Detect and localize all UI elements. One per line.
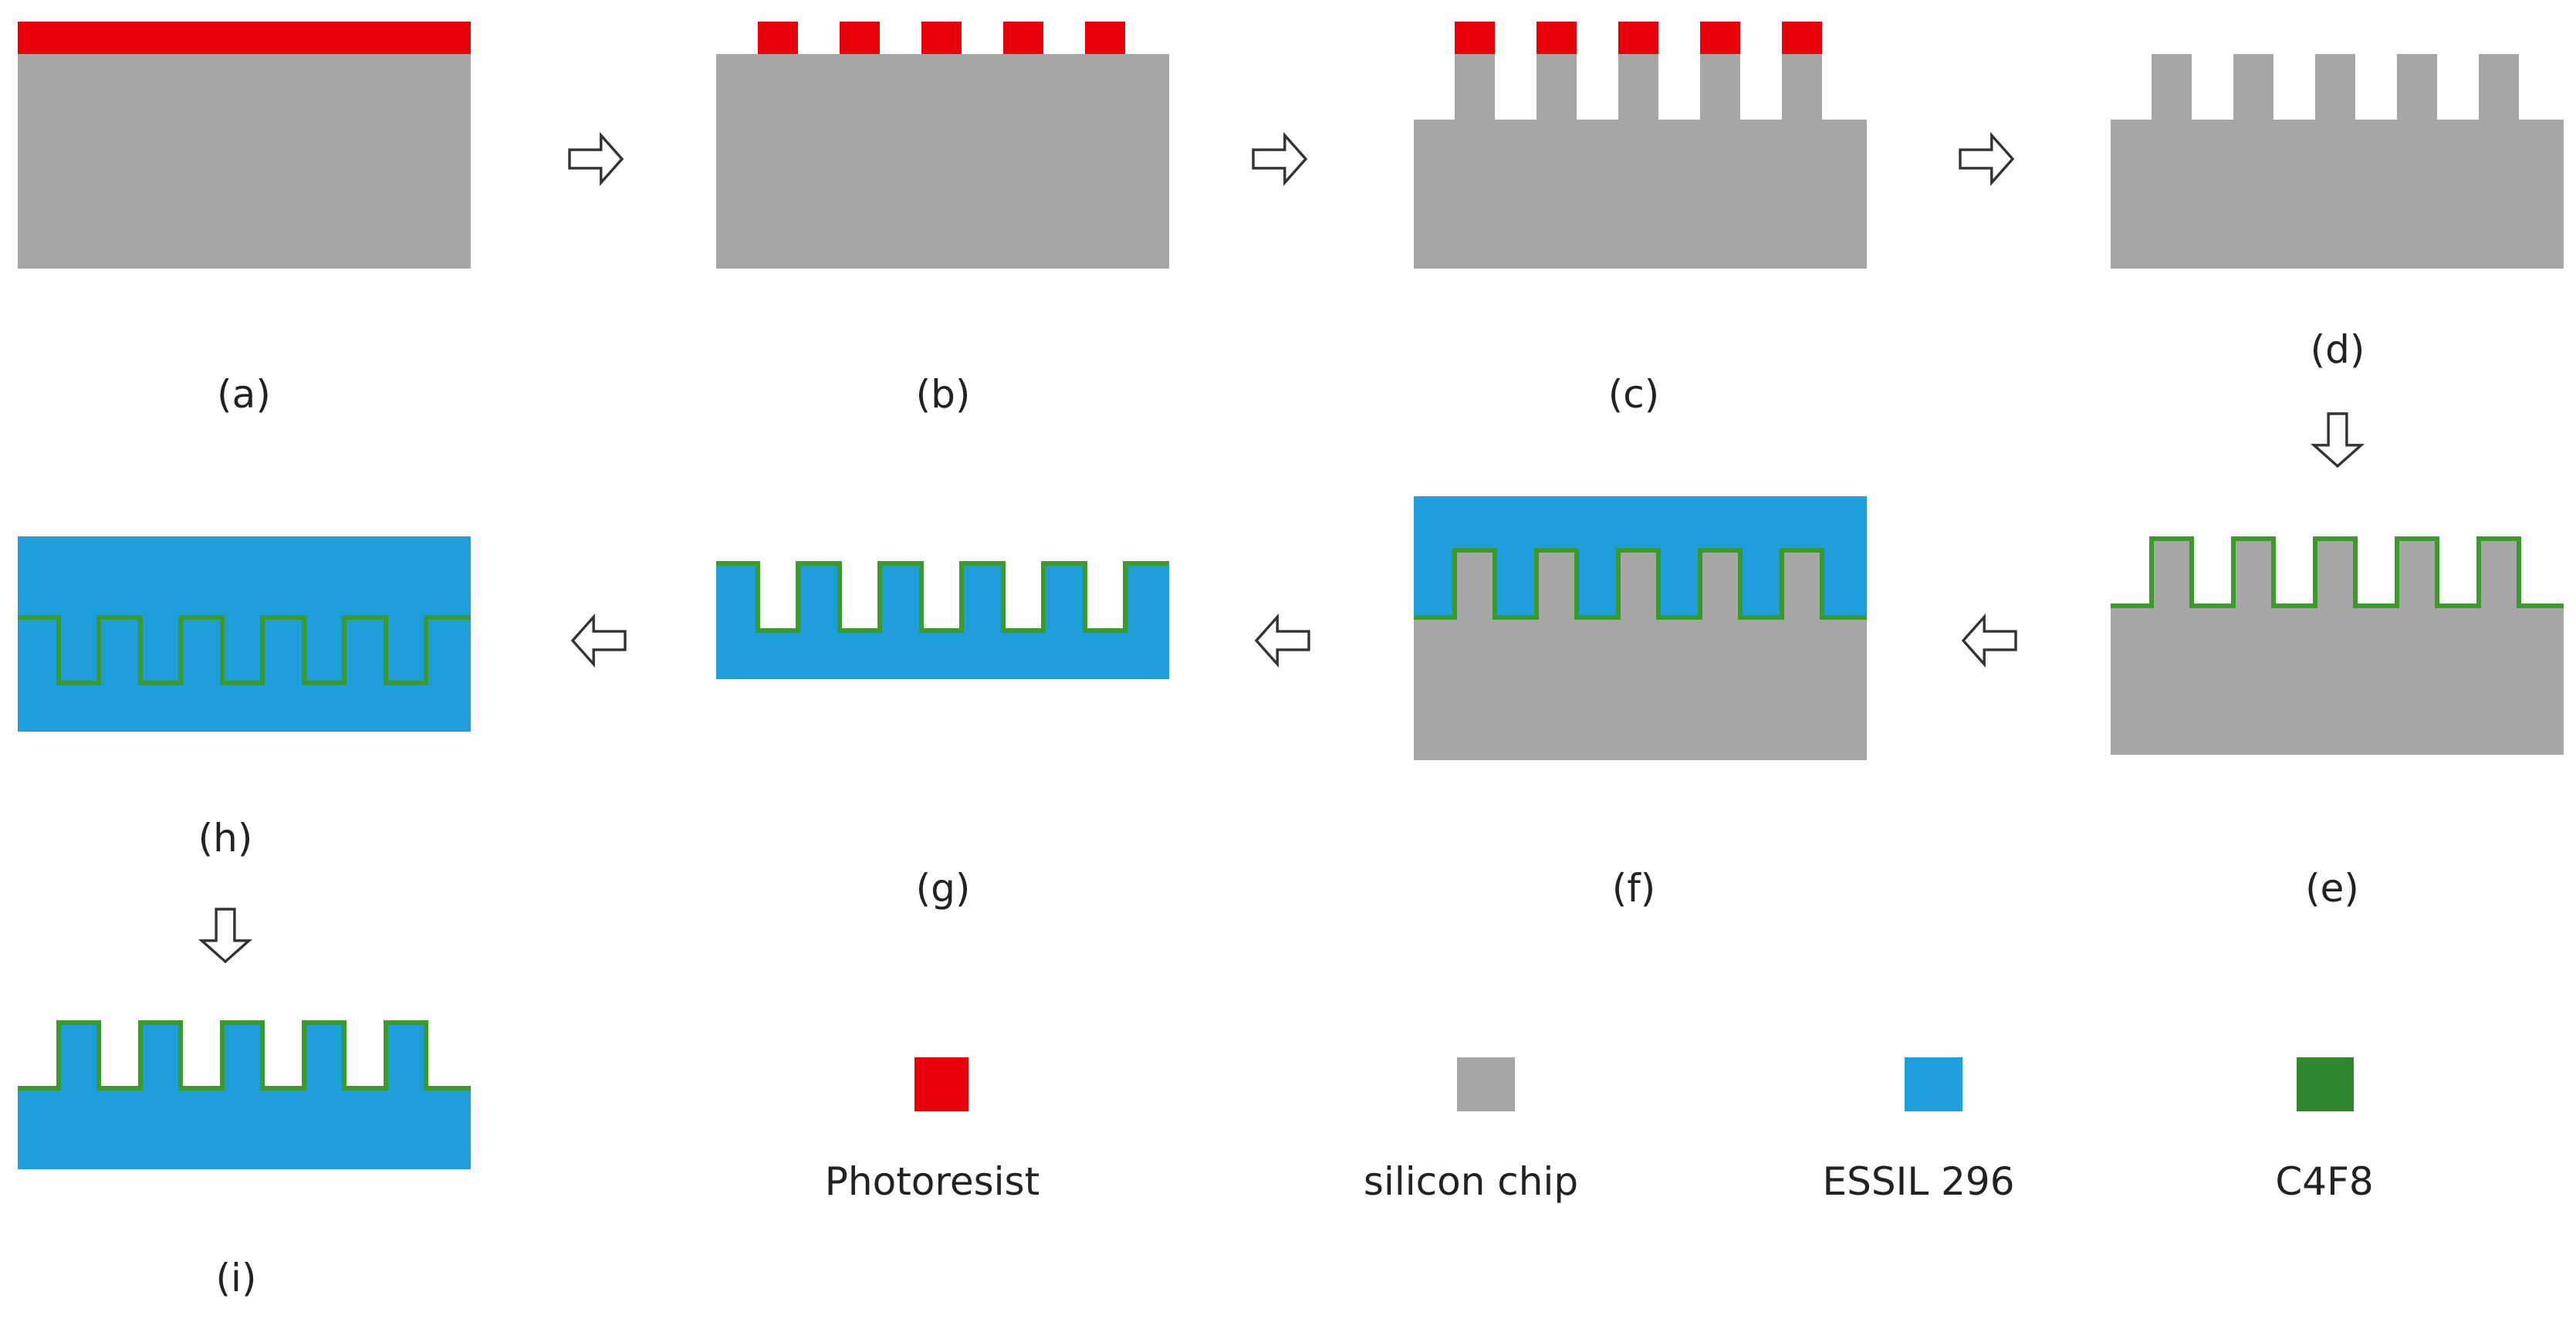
silicon-pillar — [2397, 54, 2437, 120]
step-d-diagram — [2111, 54, 2564, 269]
step-label-f: (f) — [1612, 866, 1656, 911]
silicon-pillar — [2479, 54, 2519, 120]
silicon-substrate — [18, 54, 471, 269]
arrow-h-to-i — [198, 908, 253, 964]
silicon-body — [1414, 550, 1867, 760]
essil-mold — [716, 563, 1169, 679]
silicon-pillar — [2315, 54, 2355, 120]
photoresist-block — [840, 22, 880, 54]
c4f8-interface — [18, 615, 471, 685]
step-label-d: (d) — [2311, 327, 2365, 372]
silicon-pillar — [2233, 54, 2273, 120]
left-arrow-icon — [570, 613, 627, 668]
step-a-diagram — [18, 22, 471, 269]
photoresist-cap — [1782, 22, 1822, 54]
down-arrow-icon — [198, 908, 253, 964]
photoresist-block — [1003, 22, 1043, 54]
photoresist-block — [921, 22, 962, 54]
photoresist-block — [1085, 22, 1125, 54]
legend-item-c4f8: C4F8 — [2275, 1057, 2374, 1204]
step-h-diagram — [18, 536, 471, 732]
silicon-pillar — [1700, 54, 1740, 120]
step-label-e: (e) — [2305, 866, 2359, 911]
photoresist-cap — [1536, 22, 1577, 54]
silicon-pillar — [1536, 54, 1577, 120]
arrow-a-to-b — [568, 131, 624, 187]
down-arrow-icon — [2310, 412, 2365, 468]
silicon-substrate — [716, 54, 1169, 269]
c4f8-coating — [716, 561, 1169, 633]
photoresist-cap — [1455, 22, 1495, 54]
legend-swatch-c4f8 — [2297, 1057, 2354, 1111]
legend-swatch-silicon-chip — [1457, 1057, 1515, 1111]
step-c-diagram — [1414, 22, 1867, 269]
photoresist-cap — [1700, 22, 1740, 54]
step-label-a: (a) — [217, 372, 271, 417]
silicon-pillar — [1782, 54, 1822, 120]
step-g-diagram — [716, 561, 1169, 679]
legend-item-photoresist: Photoresist — [825, 1057, 1040, 1204]
step-e-diagram — [2111, 536, 2564, 755]
arrow-f-to-g — [1254, 613, 1310, 668]
photoresist-layer — [18, 22, 471, 54]
silicon-pillar — [1618, 54, 1658, 120]
silicon-pillar — [2152, 54, 2192, 120]
step-f-diagram — [1414, 496, 1867, 760]
right-arrow-icon — [1252, 131, 1308, 187]
left-arrow-icon — [1961, 613, 2017, 668]
silicon-base — [2111, 120, 2564, 269]
legend-swatch-essil-296 — [1905, 1057, 1962, 1111]
arrow-b-to-c — [1252, 131, 1308, 187]
c4f8-coating — [1414, 548, 1867, 620]
arrow-c-to-d — [1959, 131, 2015, 187]
silicon-body — [2111, 539, 2564, 755]
arrow-e-to-f — [1961, 613, 2017, 668]
legend-label-silicon-chip: silicon chip — [1364, 1159, 1578, 1204]
step-b-diagram — [716, 22, 1169, 269]
photoresist-block — [758, 22, 798, 54]
legend-label-photoresist: Photoresist — [825, 1159, 1040, 1204]
right-arrow-icon — [568, 131, 624, 187]
step-label-h: (h) — [198, 816, 253, 861]
step-i-diagram — [18, 1020, 471, 1169]
legend-swatch-photoresist — [914, 1057, 969, 1111]
left-arrow-icon — [1254, 613, 1310, 668]
step-label-c: (c) — [1608, 372, 1660, 417]
step-label-i: (i) — [216, 1256, 257, 1300]
photoresist-cap — [1618, 22, 1658, 54]
essil-block — [18, 536, 471, 732]
essil-replica — [18, 1023, 471, 1169]
legend: Photoresist silicon chip ESSIL 296 C4F8 — [825, 1057, 2374, 1204]
silicon-base — [1414, 120, 1867, 269]
arrow-g-to-h — [570, 613, 627, 668]
arrow-d-to-e — [2310, 412, 2365, 468]
step-label-b: (b) — [916, 372, 971, 417]
c4f8-coating — [18, 1020, 471, 1091]
silicon-pillar — [1455, 54, 1495, 120]
legend-label-essil-296: ESSIL 296 — [1823, 1159, 2015, 1204]
legend-label-c4f8: C4F8 — [2275, 1159, 2373, 1204]
right-arrow-icon — [1959, 131, 2015, 187]
legend-item-essil-296: ESSIL 296 — [1823, 1057, 2015, 1204]
step-label-g: (g) — [916, 866, 971, 911]
legend-item-silicon-chip: silicon chip — [1364, 1057, 1578, 1204]
c4f8-coating — [2111, 536, 2564, 608]
